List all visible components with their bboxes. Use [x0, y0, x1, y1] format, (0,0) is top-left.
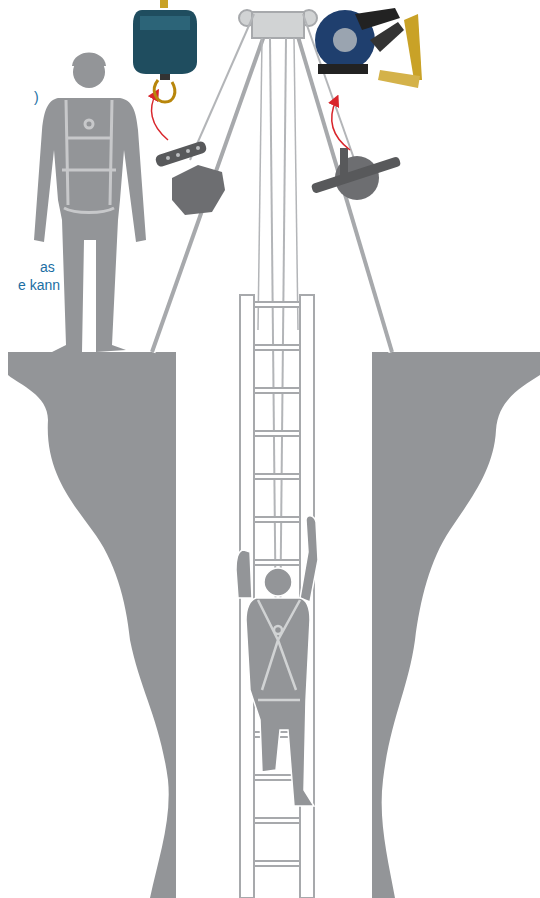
pointer-arrow	[332, 100, 350, 150]
climbing-worker	[236, 516, 318, 806]
cut-off-label: as	[40, 259, 55, 275]
winch-right	[311, 148, 402, 200]
ladder-rung	[254, 517, 300, 522]
ground-right	[372, 352, 540, 898]
ladder-rung	[254, 388, 300, 393]
cut-off-label: )	[34, 89, 39, 105]
winch-device	[315, 8, 422, 88]
cut-off-label: e kann	[18, 277, 60, 293]
ladder-rung	[254, 302, 300, 307]
ladder-rung	[254, 560, 300, 565]
harness	[62, 100, 116, 213]
winch-left	[154, 140, 225, 215]
tripod	[152, 10, 392, 640]
ladder-rung	[254, 431, 300, 436]
standing-worker	[34, 53, 146, 353]
ladder-rung	[254, 861, 300, 866]
ladder-rung	[254, 345, 300, 350]
ladder-rung	[254, 818, 300, 823]
ladder-rung	[254, 474, 300, 479]
harness	[258, 600, 300, 700]
retractable-device	[133, 0, 197, 102]
ground-left	[8, 352, 176, 898]
